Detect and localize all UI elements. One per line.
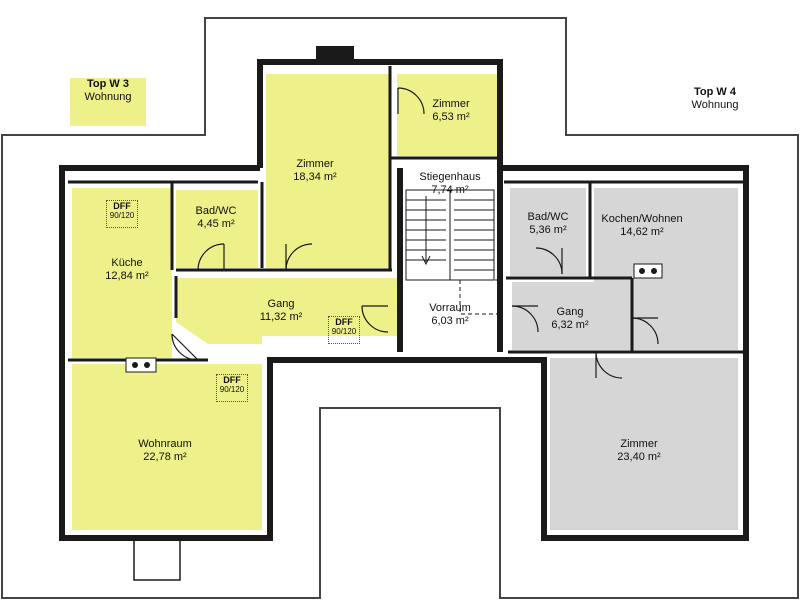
- room-name: Kochen/Wohnen: [601, 213, 683, 225]
- room-area: 6,53 m²: [432, 111, 470, 123]
- room-name: Zimmer: [432, 98, 470, 110]
- room-area: 7,74 m²: [431, 184, 469, 196]
- skylight-type: DFF: [113, 201, 131, 211]
- hob-icon: [125, 263, 663, 373]
- stair-dashed: [459, 279, 499, 315]
- chimney: [316, 46, 354, 60]
- room-area: 22,78 m²: [143, 451, 187, 463]
- room-name: Wohnraum: [138, 438, 192, 450]
- roof-outline: [1, 17, 799, 599]
- room-name: Gang: [267, 298, 295, 310]
- room-area: 23,40 m²: [617, 451, 661, 463]
- unit-title: Top W 4: [694, 86, 736, 98]
- room-name: Vorraum: [429, 302, 471, 314]
- skylight-size: 90/120: [219, 385, 245, 394]
- room-area: 18,34 m²: [293, 171, 337, 183]
- skylight-size: 90/120: [109, 211, 135, 220]
- skylight-type: DFF: [223, 375, 241, 385]
- stairs: [405, 189, 495, 281]
- room-area: 6,03 m²: [431, 315, 469, 327]
- room-area: 4,45 m²: [197, 218, 235, 230]
- room-name: Küche: [111, 257, 143, 269]
- w3-fill: [72, 74, 499, 530]
- room-area: 11,32 m²: [259, 311, 303, 323]
- room-area: 14,62 m²: [620, 226, 664, 238]
- unit-subtitle: Wohnung: [84, 91, 132, 103]
- room-name: Zimmer: [296, 158, 334, 170]
- unit-title: Top W 3: [87, 78, 129, 90]
- unit-tag-w4: Top W 4 Wohnung: [676, 86, 754, 126]
- balcony: [133, 539, 181, 581]
- room-name: Bad/WC: [195, 205, 237, 217]
- walls: [59, 59, 749, 541]
- unit-subtitle: Wohnung: [691, 99, 739, 111]
- room-name: Gang: [556, 306, 584, 318]
- room-area: 12,84 m²: [105, 270, 149, 282]
- room-name: Stiegenhaus: [419, 171, 481, 183]
- room-area: 5,36 m²: [529, 224, 567, 236]
- door-swings: [171, 87, 659, 379]
- room-name: Zimmer: [620, 438, 658, 450]
- room-area: 6,32 m²: [551, 319, 589, 331]
- unit-tag-w3: Top W 3 Wohnung: [70, 78, 146, 126]
- skylight-size: 90/120: [331, 327, 357, 336]
- interior-walls: [68, 66, 744, 362]
- room-name: Bad/WC: [527, 211, 569, 223]
- skylight-type: DFF: [335, 317, 353, 327]
